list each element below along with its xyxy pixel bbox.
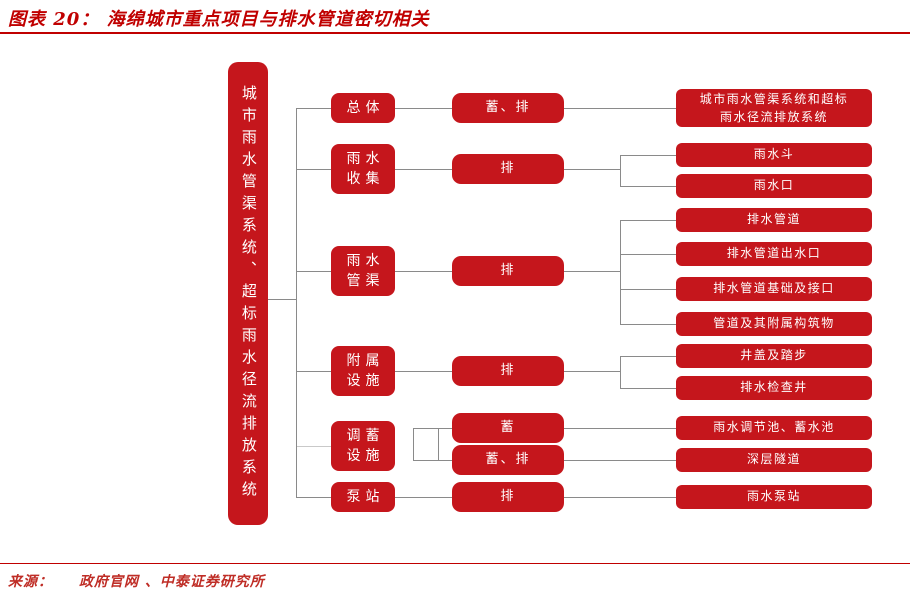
root-node-label: 城市雨水管渠系统、超标雨水径流排放系统	[239, 84, 258, 503]
source-label: 来源：	[8, 574, 53, 590]
category-storage: 调蓄设施	[331, 421, 395, 471]
connector-cat-mid-pipes	[395, 271, 452, 272]
connector-branch-ancillary	[297, 371, 331, 372]
measure-pipes: 排	[452, 256, 564, 286]
connector-feed-ancillary	[564, 371, 620, 372]
connector-feed-pipes	[564, 271, 620, 272]
output-overall-line1: 城市雨水管渠系统和超标	[699, 92, 849, 106]
output-rain-inlet: 雨水口	[676, 174, 872, 198]
connector-storage-both-out	[564, 460, 676, 461]
measure-ancillary: 排	[452, 356, 564, 386]
output-rain-hopper: 雨水斗	[676, 143, 872, 167]
connector-branch-overall	[297, 108, 331, 109]
connector-bracket-collection	[620, 155, 621, 187]
output-pipe-structures: 管道及其附属构筑物	[676, 312, 872, 336]
connector-storage-bracket	[413, 428, 439, 461]
connector-cat-mid-collection	[395, 169, 452, 170]
root-node: 城市雨水管渠系统、超标雨水径流排放系统	[228, 62, 268, 525]
connector-cat-mid-overall	[395, 108, 452, 109]
connector-branch-pump	[297, 497, 331, 498]
output-rain-pump-station: 雨水泵站	[676, 485, 872, 509]
footer-rule	[0, 563, 910, 564]
source-text: 政府官网 、中泰证券研究所	[79, 574, 265, 590]
connector-stub	[620, 155, 676, 156]
connector-branch-collection	[297, 169, 331, 170]
measure-overall: 蓄、排	[452, 93, 564, 123]
category-overall: 总体	[331, 93, 395, 123]
output-drain-pipe: 排水管道	[676, 208, 872, 232]
measure-storage-store: 蓄	[452, 413, 564, 443]
output-overall: 城市雨水管渠系统和超标 雨水径流排放系统	[676, 89, 872, 127]
connector-pump-out	[564, 497, 676, 498]
output-regulating-pool: 雨水调节池、蓄水池	[676, 416, 872, 440]
connector-stub	[620, 289, 676, 290]
category-pipes: 雨水管渠	[331, 246, 395, 296]
connector-root-stub	[268, 299, 297, 300]
output-inspection-well: 排水检查井	[676, 376, 872, 400]
category-pump: 泵站	[331, 482, 395, 512]
connector-bracket-ancillary	[620, 356, 621, 389]
connector-storage-stub-top	[438, 428, 452, 429]
measure-collection: 排	[452, 154, 564, 184]
connector-cat-mid-ancillary	[395, 371, 452, 372]
output-pipe-outlet: 排水管道出水口	[676, 242, 872, 266]
connector-storage-stub-bottom	[438, 460, 452, 461]
figure-title: 图表 20： 海绵城市重点项目与排水管道密切相关	[8, 9, 430, 30]
output-overall-line2: 雨水径流排放系统	[719, 110, 828, 124]
connector-mid-out-overall	[564, 108, 676, 109]
connector-stub	[620, 324, 676, 325]
measure-storage-both: 蓄、排	[452, 445, 564, 475]
output-pipe-foundation: 排水管道基础及接口	[676, 277, 872, 301]
source-line: 来源： 政府官网 、中泰证券研究所	[8, 571, 265, 591]
connector-storage-store-out	[564, 428, 676, 429]
connector-cat-mid-pump	[395, 497, 452, 498]
connector-spine	[296, 108, 297, 498]
connector-stub	[620, 220, 676, 221]
output-deep-tunnel: 深层隧道	[676, 448, 872, 472]
connector-bracket-pipes	[620, 220, 621, 325]
category-ancillary: 附属设施	[331, 346, 395, 396]
output-manhole-cover: 井盖及踏步	[676, 344, 872, 368]
connector-branch-storage	[297, 446, 331, 447]
connector-stub	[620, 254, 676, 255]
connector-stub	[620, 388, 676, 389]
connector-feed-collection	[564, 169, 620, 170]
connector-stub	[620, 186, 676, 187]
category-collection: 雨水收集	[331, 144, 395, 194]
connector-branch-pipes	[297, 271, 331, 272]
connector-stub	[620, 356, 676, 357]
measure-pump: 排	[452, 482, 564, 512]
title-underline	[0, 32, 910, 34]
